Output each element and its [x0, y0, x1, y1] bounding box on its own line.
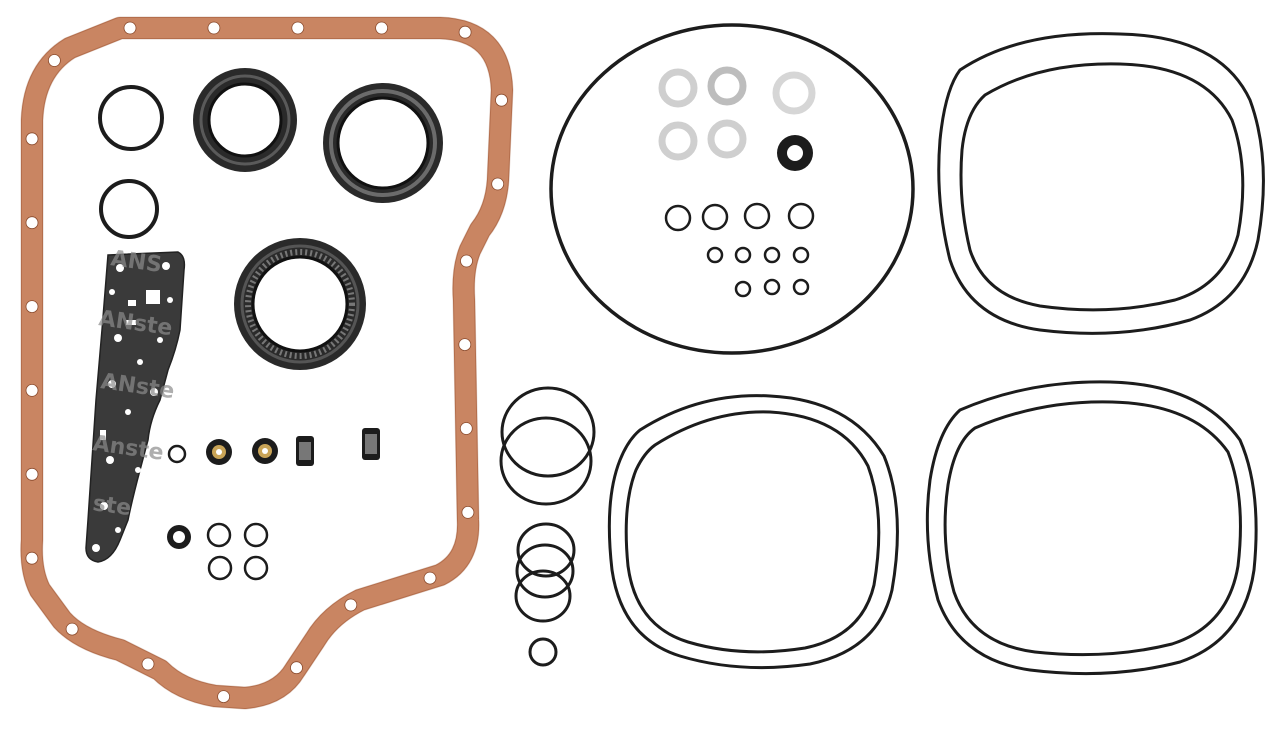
large-o-rings-bottom-right	[925, 380, 1258, 676]
large-lip-seal	[234, 238, 366, 370]
small-seals-row	[167, 438, 278, 465]
small-o-ring-middle	[99, 179, 159, 239]
bolt-hole	[48, 54, 61, 67]
bolt-hole	[290, 661, 303, 675]
bolt-hole	[25, 467, 39, 481]
bolt-hole	[459, 422, 473, 435]
small-o-ring-upper	[98, 85, 164, 151]
lip-seal-right	[323, 83, 443, 203]
bolt-hole	[25, 216, 39, 230]
bolt-hole	[217, 690, 231, 703]
separator-plate-gasket: ANS ANste ANste Anste ste	[85, 246, 186, 563]
bolt-hole	[123, 21, 137, 35]
bolt-hole	[495, 93, 508, 107]
svg-text:ste: ste	[91, 491, 133, 521]
bolt-hole	[291, 21, 305, 35]
bolt-hole	[491, 177, 505, 191]
sealing-rings-cluster	[658, 66, 816, 171]
bolt-hole	[141, 657, 155, 671]
large-o-rings-bottom-center	[607, 394, 899, 670]
lip-seal-left	[193, 68, 297, 172]
large-o-ring-top-center	[549, 23, 915, 355]
center-ring-stack-upper	[499, 386, 596, 506]
bolt-hole	[344, 598, 358, 612]
bolt-hole	[423, 571, 437, 585]
small-seals-cluster	[167, 522, 269, 581]
bolt-hole	[25, 132, 39, 146]
bolt-hole	[25, 551, 39, 565]
bolt-hole	[207, 21, 221, 35]
bolt-hole	[461, 506, 475, 519]
pan-bolt-holes	[25, 21, 508, 703]
solenoid-screen-filter-right	[362, 428, 380, 460]
o-ring-grid	[664, 202, 815, 298]
solenoid-screen-filter-left	[296, 436, 314, 466]
bolt-hole	[460, 254, 473, 268]
bolt-hole	[375, 21, 389, 35]
bolt-hole	[25, 300, 39, 314]
bolt-hole	[458, 25, 472, 39]
bolt-hole	[65, 622, 79, 636]
large-o-rings-top-right	[937, 32, 1265, 335]
oil-pan-gasket	[20, 16, 514, 710]
bolt-hole	[458, 338, 472, 352]
center-ring-stack-lower	[514, 522, 576, 667]
bolt-hole	[25, 383, 39, 397]
